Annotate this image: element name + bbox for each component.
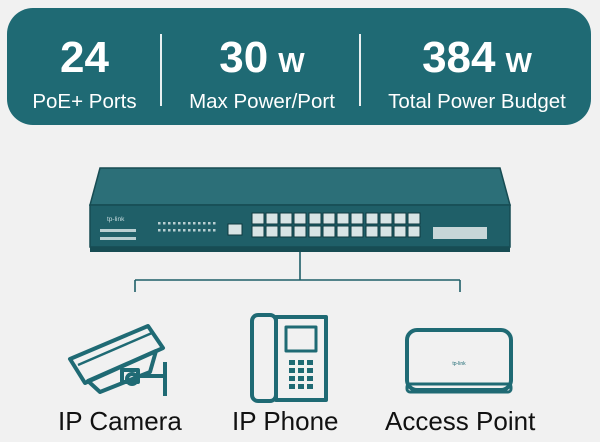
status-led <box>158 222 161 225</box>
switch-base <box>90 247 510 252</box>
ethernet-port <box>265 225 279 238</box>
phone-key <box>298 368 304 373</box>
spec-banner: 24 PoE+ Ports 30 W Max Power/Port 384 W To… <box>7 8 591 125</box>
stat-label: Max Power/Port <box>189 90 335 113</box>
connection-lines <box>134 252 461 292</box>
stat-max-power: 30 W Max Power/Port <box>167 8 357 125</box>
ethernet-port <box>393 212 407 225</box>
status-led <box>168 222 171 225</box>
status-led <box>188 222 191 225</box>
sfp-slot <box>433 227 487 239</box>
switch-brand: tp-link <box>107 216 125 223</box>
ethernet-port <box>265 212 279 225</box>
status-led <box>158 229 161 232</box>
poe-switch: tp-link <box>89 167 511 252</box>
ethernet-port <box>251 225 265 238</box>
status-led <box>168 229 171 232</box>
status-led <box>198 222 201 225</box>
ethernet-ports <box>251 212 421 238</box>
status-led <box>203 229 206 232</box>
ethernet-port <box>322 212 336 225</box>
phone-key <box>307 384 313 389</box>
switch-label-strip <box>100 237 136 240</box>
ethernet-port <box>279 225 293 238</box>
ethernet-port <box>293 212 307 225</box>
ethernet-port <box>308 212 322 225</box>
ethernet-port <box>350 225 364 238</box>
status-led <box>213 229 216 232</box>
ethernet-port <box>407 212 421 225</box>
ethernet-port <box>365 225 379 238</box>
ethernet-port <box>393 225 407 238</box>
stat-unit: W <box>278 47 305 78</box>
status-led <box>193 229 196 232</box>
ethernet-port <box>407 225 421 238</box>
status-led <box>178 229 181 232</box>
ethernet-port <box>350 212 364 225</box>
status-led <box>193 222 196 225</box>
status-led <box>178 222 181 225</box>
stat-label: Total Power Budget <box>388 90 566 113</box>
switch-label-strip <box>100 229 136 232</box>
ethernet-port <box>365 212 379 225</box>
device-label-access-point: Access Point <box>385 406 536 436</box>
stat-unit: W <box>505 47 532 78</box>
phone-key <box>307 376 313 381</box>
stat-label: PoE+ Ports <box>32 90 137 113</box>
phone-key <box>289 360 295 365</box>
phone-key <box>298 384 304 389</box>
switch-top-face <box>89 167 511 206</box>
status-led <box>188 229 191 232</box>
phone-key <box>289 376 295 381</box>
status-led <box>173 222 176 225</box>
ethernet-port <box>251 212 265 225</box>
stat-value: 384 <box>422 33 496 82</box>
ethernet-port <box>279 212 293 225</box>
access-point-icon: tp-link <box>405 328 513 394</box>
stat-poe-ports: 24 PoE+ Ports <box>17 8 152 125</box>
status-led <box>183 222 186 225</box>
device-label-ip-camera: IP Camera <box>58 406 182 436</box>
status-led <box>163 222 166 225</box>
ethernet-port <box>308 225 322 238</box>
phone-key <box>289 384 295 389</box>
status-led <box>213 222 216 225</box>
ethernet-port <box>379 212 393 225</box>
ip-camera-icon <box>68 324 167 396</box>
device-label-ip-phone: IP Phone <box>232 406 339 436</box>
status-led <box>208 229 211 232</box>
status-led <box>183 229 186 232</box>
ethernet-port <box>322 225 336 238</box>
status-led <box>163 229 166 232</box>
status-led <box>208 222 211 225</box>
divider <box>160 34 162 106</box>
stat-value: 30 <box>219 33 269 82</box>
ethernet-port <box>293 225 307 238</box>
phone-key <box>298 376 304 381</box>
status-led <box>198 229 201 232</box>
ethernet-port <box>379 225 393 238</box>
phone-keypad <box>289 360 313 389</box>
stat-value: 24 <box>60 33 109 82</box>
ethernet-port <box>336 212 350 225</box>
status-leds <box>158 222 216 232</box>
phone-key <box>307 360 313 365</box>
status-led <box>203 222 206 225</box>
ethernet-port <box>336 225 350 238</box>
phone-key <box>298 360 304 365</box>
ap-brand: tp-link <box>452 361 466 367</box>
console-port <box>227 223 243 236</box>
ip-phone-icon <box>250 313 328 403</box>
phone-key <box>289 368 295 373</box>
status-led <box>173 229 176 232</box>
phone-key <box>307 368 313 373</box>
divider <box>359 34 361 106</box>
stat-total-budget: 384 W Total Power Budget <box>367 8 587 125</box>
